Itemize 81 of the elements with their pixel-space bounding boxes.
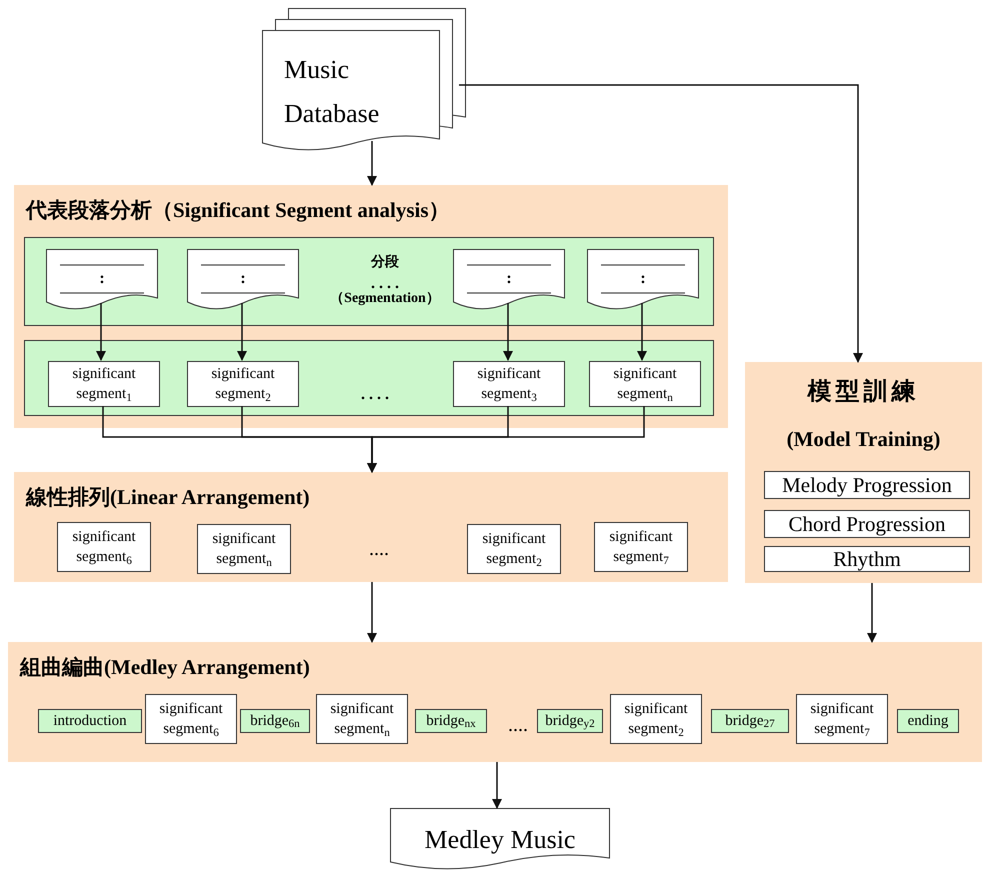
- bridge-box: [415, 709, 487, 733]
- group-box: [24, 340, 714, 416]
- colon-mark: :: [239, 269, 247, 289]
- segment-text: ending: [908, 714, 948, 728]
- document-shape: [187, 249, 299, 312]
- feature-text: Rhythm: [833, 548, 901, 570]
- document-title: Music Database: [284, 54, 380, 130]
- arrow: [492, 762, 502, 809]
- panel-title: 線性排列(Linear Arrangement): [26, 484, 310, 511]
- document-shape: [46, 249, 158, 312]
- stage-panel: [8, 642, 982, 762]
- arrow: [367, 406, 645, 473]
- bridge-box: [897, 709, 959, 733]
- ellipsis-text: ....: [368, 537, 390, 562]
- arrow: [367, 141, 377, 186]
- segment-box: [316, 694, 408, 744]
- segment-text: significant segment$_{2}$: [623, 700, 689, 739]
- segment-text: significant segment$_{6}$: [71, 528, 137, 567]
- arrow: [867, 583, 877, 643]
- segment-text: significant segment$_{7}$: [809, 700, 875, 739]
- group-label: 分段: [370, 253, 400, 272]
- stage-panel: [14, 185, 728, 428]
- bridge-box: [537, 709, 603, 733]
- arrow: [637, 303, 647, 361]
- ellipsis-text: ....: [507, 713, 529, 738]
- segment-text: significant segment$_{3}$: [476, 365, 542, 404]
- document-stack: [262, 8, 467, 153]
- segment-box: [610, 694, 702, 744]
- arrow: [367, 582, 377, 643]
- feature-text: Melody Progression: [782, 474, 952, 496]
- segment-text: significant segment$_{2}$: [210, 365, 276, 404]
- segment-box: [467, 524, 561, 574]
- group-label: （Segmentation）: [329, 290, 441, 308]
- arrow: [96, 303, 106, 361]
- arrow: [503, 303, 513, 361]
- stage-panel: [745, 362, 982, 583]
- bridge-box: [240, 709, 310, 733]
- segment-text: significant segment$_{6}$: [158, 700, 224, 739]
- bridge-box: [711, 709, 789, 733]
- feature-text: Chord Progression: [788, 514, 946, 534]
- arrow: [237, 303, 247, 361]
- segment-text: bridge$_{27}$: [725, 714, 775, 728]
- panel-title: (Model Training): [786, 426, 942, 453]
- stage-panel: [14, 472, 728, 582]
- document-shape: [390, 808, 610, 872]
- segment-box: [589, 361, 701, 407]
- segment-box: [594, 522, 688, 572]
- segment-box: [197, 524, 291, 574]
- colon-mark: :: [505, 269, 513, 289]
- segment-box: [145, 694, 237, 744]
- bridge-box: [38, 709, 142, 733]
- panel-title: 組曲編曲(Medley Arrangement): [20, 654, 310, 681]
- panel-title: 代表段落分析（Significant Segment analysis）: [26, 197, 450, 224]
- feature-box: [764, 546, 970, 572]
- segment-text: bridge$_{nx}$: [426, 714, 476, 728]
- segment-text: significant segment$_{2}$: [481, 530, 547, 569]
- segment-text: introduction: [53, 714, 127, 728]
- segment-text: significant segment$_{n}$: [329, 700, 395, 739]
- document-title: Medley Music: [424, 824, 576, 856]
- segment-text: significant segment$_{7}$: [608, 528, 674, 567]
- document-shape: [453, 249, 565, 312]
- document-shape: [587, 249, 699, 312]
- feature-box: [764, 471, 970, 499]
- ellipsis-text: . . . .: [360, 385, 390, 405]
- segment-box: [57, 522, 151, 572]
- panel-title: 模型訓練: [806, 378, 920, 407]
- colon-mark: :: [98, 269, 106, 289]
- segment-text: significant segment$_{1}$: [71, 365, 137, 404]
- group-box: [24, 237, 714, 326]
- arrow: [459, 84, 863, 363]
- segment-text: significant segment$_{n}$: [211, 530, 277, 569]
- segment-box: [453, 361, 565, 407]
- segment-box: [48, 361, 160, 407]
- segment-box: [796, 694, 888, 744]
- feature-box: [764, 510, 970, 538]
- segment-text: bridge$_{y2}$: [545, 714, 595, 728]
- segment-box: [187, 361, 299, 407]
- segment-text: significant segment$_{n}$: [612, 365, 678, 404]
- ellipsis-text: . . . .: [370, 274, 400, 292]
- colon-mark: :: [639, 269, 647, 289]
- segment-text: bridge$_{6n}$: [250, 714, 300, 728]
